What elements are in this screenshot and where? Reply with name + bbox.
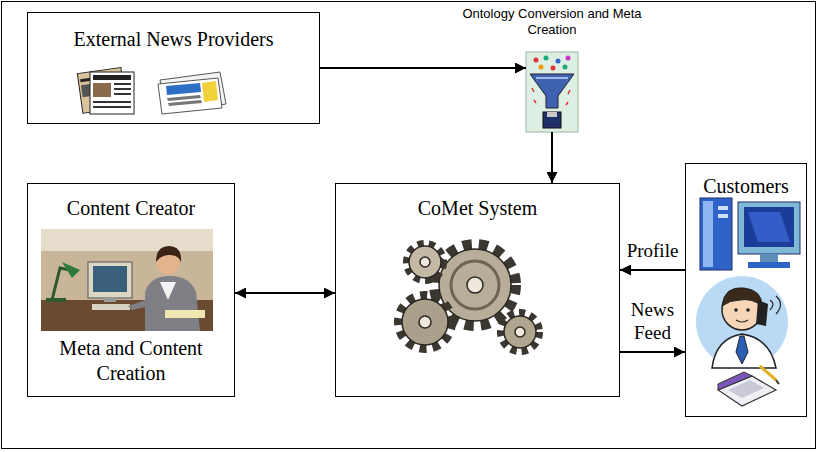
node-body: Meta and Content Creation <box>41 336 221 386</box>
edge-label: Profile <box>627 240 679 263</box>
gears-illustration <box>399 244 539 351</box>
node-title: Customers <box>703 174 789 199</box>
flow-arrow <box>551 132 553 183</box>
flow-arrow <box>235 292 335 294</box>
customer-box: Customers <box>685 163 807 417</box>
flow-arrow <box>620 351 685 353</box>
newspaper-icon <box>77 68 134 114</box>
computer-icon <box>700 198 800 270</box>
flow-arrow <box>620 269 685 271</box>
actor-box: Content CreatorMeta and Content Creation <box>27 183 235 397</box>
office-photo <box>41 229 213 331</box>
node-title: Content Creator <box>67 196 195 221</box>
magazine-icon <box>158 72 226 114</box>
node-title: Ontology Conversion and Meta Creation <box>462 6 642 39</box>
phone-person-icon <box>696 276 788 368</box>
source-box: External News Providers <box>27 12 320 124</box>
system-box: CoMet System <box>335 183 620 397</box>
flow-arrow <box>320 67 526 69</box>
node-title: External News Providers <box>74 27 274 52</box>
funnel-icon <box>526 52 578 132</box>
laptop-icon <box>718 366 779 406</box>
node-title: CoMet System <box>418 196 537 221</box>
conversion-step: Ontology Conversion and Meta Creation <box>526 52 578 132</box>
edge-label: News Feed <box>625 299 681 345</box>
